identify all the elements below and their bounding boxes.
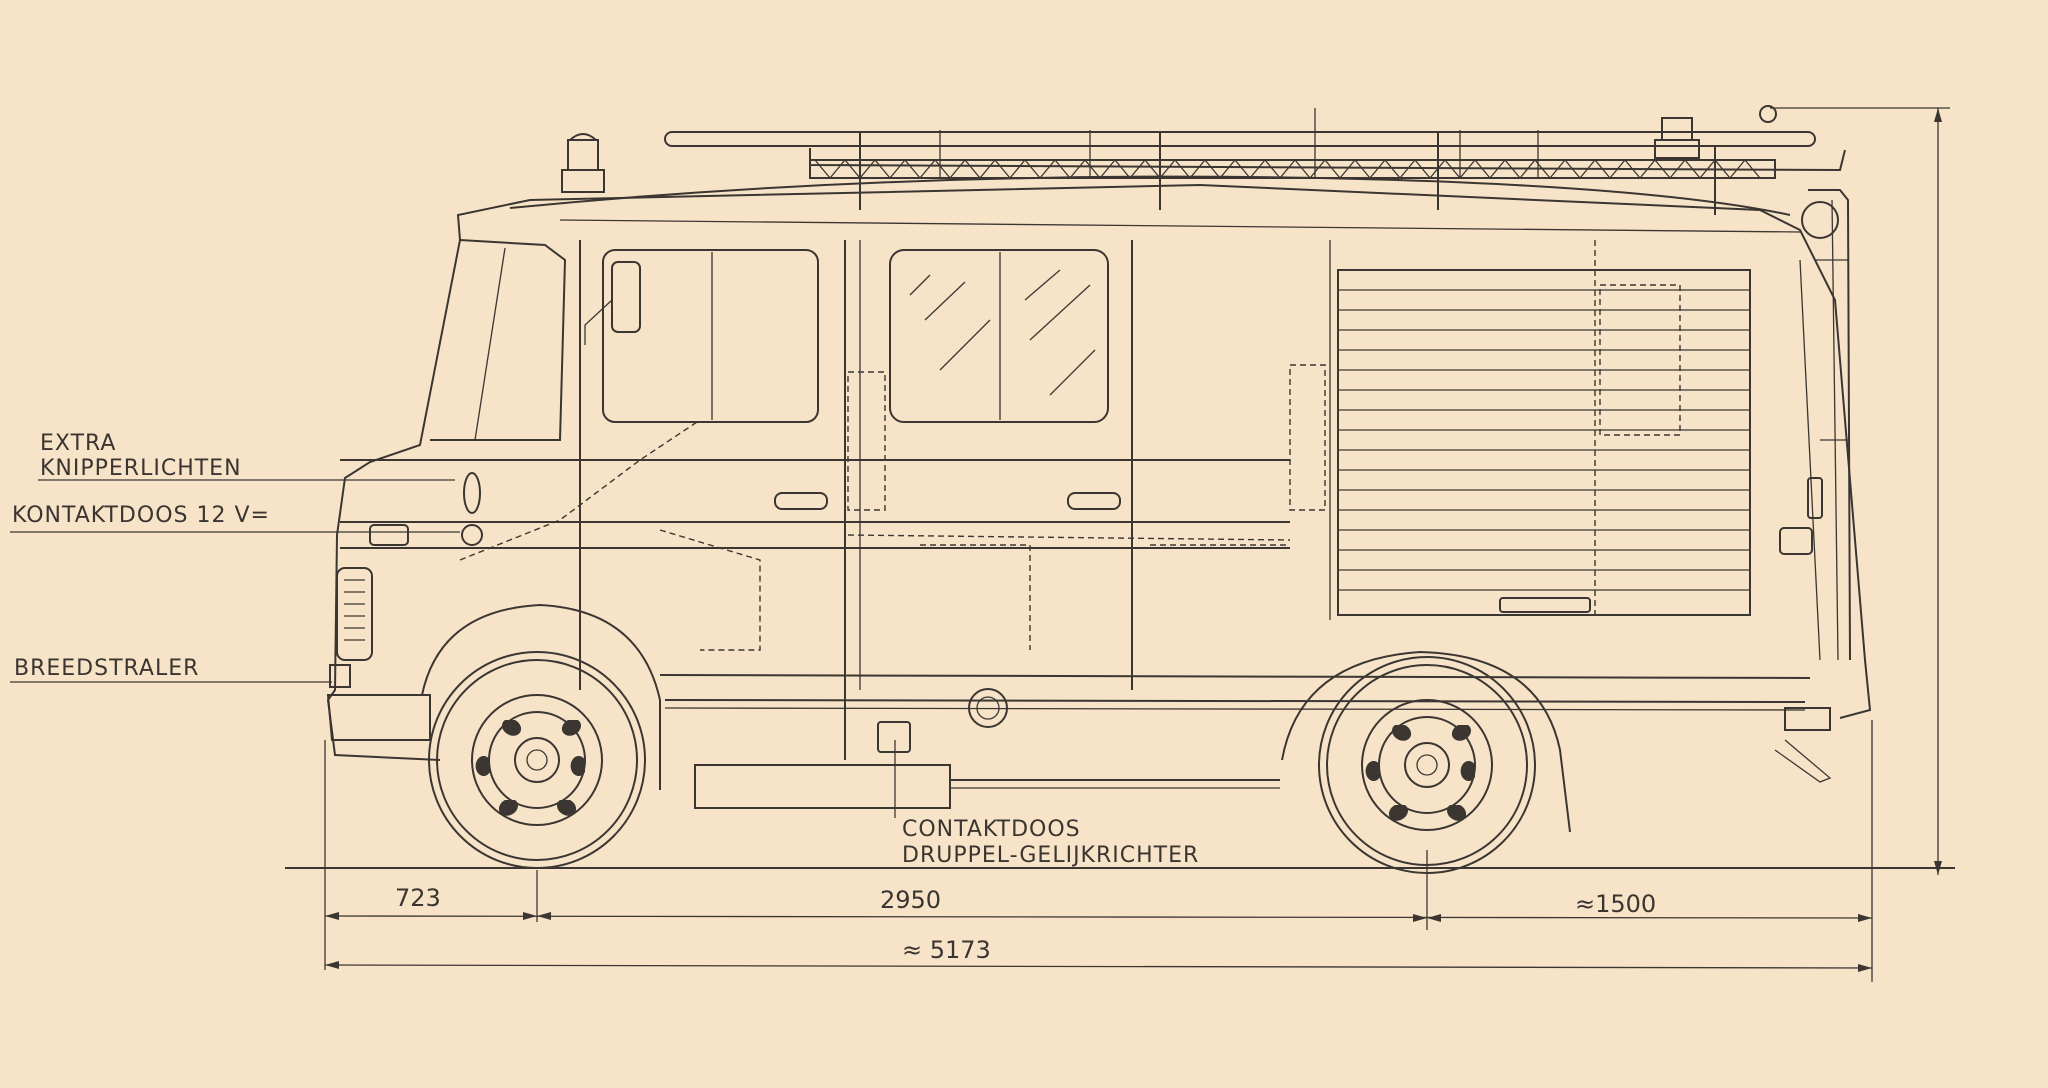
vehicle-body bbox=[326, 175, 1872, 809]
leader-lines bbox=[10, 479, 896, 818]
label-extra-line1: EXTRA bbox=[40, 431, 116, 456]
dim-rear-overhang: ≈1500 bbox=[1575, 890, 1656, 918]
label-kontaktdoos: KONTAKTDOOS 12 V= bbox=[12, 503, 270, 528]
dim-front-overhang: 723 bbox=[395, 884, 441, 912]
label-contaktdoos-line2: DRUPPEL-GELIJKRICHTER bbox=[902, 843, 1199, 868]
roller-shutter bbox=[1337, 269, 1751, 616]
roof-rack bbox=[561, 105, 1846, 215]
dimension-lines bbox=[324, 107, 1950, 982]
dim-total-length: ≈ 5173 bbox=[902, 936, 991, 964]
front-wheel bbox=[421, 603, 661, 869]
dim-wheelbase: 2950 bbox=[880, 886, 941, 914]
label-extra-line2: KNIPPERLICHTEN bbox=[40, 456, 242, 481]
label-contaktdoos-line1: CONTAKTDOOS bbox=[902, 817, 1081, 842]
label-breedstraler: BREEDSTRALER bbox=[14, 656, 199, 681]
rear-wheel bbox=[1281, 650, 1571, 874]
